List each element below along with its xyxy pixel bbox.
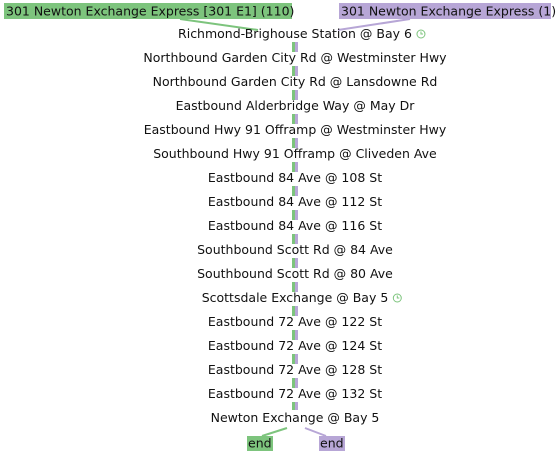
stop-label: Eastbound 84 Ave @ 116 St xyxy=(208,218,382,233)
stop-label: Eastbound 72 Ave @ 122 St xyxy=(208,314,382,329)
route-header-label-2: 301 Newton Exchange Express (1) xyxy=(341,4,556,19)
stop-label: Eastbound 72 Ave @ 124 St xyxy=(208,338,382,353)
stop-label: Southbound Scott Rd @ 84 Ave xyxy=(197,242,393,257)
stop-label: Eastbound Alderbridge Way @ May Dr xyxy=(176,98,416,113)
route-b-start-connector xyxy=(337,18,411,31)
end-markers: end end xyxy=(247,436,345,451)
stop-label: Southbound Hwy 91 Offramp @ Cliveden Ave xyxy=(153,146,437,161)
stop-label: Eastbound 84 Ave @ 108 St xyxy=(208,170,382,185)
route-b-end-connector xyxy=(304,427,327,437)
stop-label: Eastbound 72 Ave @ 132 St xyxy=(208,386,382,401)
stop-label: Northbound Garden City Rd @ Lansdowne Rd xyxy=(153,74,438,89)
end-label-1: end xyxy=(248,436,272,451)
stop-label: Eastbound Hwy 91 Offramp @ Westminster H… xyxy=(144,122,447,137)
route-a-start-connector xyxy=(179,18,259,31)
stop-label: Newton Exchange @ Bay 5 xyxy=(211,410,380,425)
stop-label: Eastbound 84 Ave @ 112 St xyxy=(208,194,382,209)
stop-label: Richmond-Brighouse Station @ Bay 6 xyxy=(178,26,412,41)
route-lines xyxy=(179,18,411,437)
stop-label: Southbound Scott Rd @ 80 Ave xyxy=(197,266,393,281)
route-headers: 301 Newton Exchange Express [301 E1] (11… xyxy=(4,3,556,19)
stop-list: Richmond-Brighouse Station @ Bay 6 Northb… xyxy=(143,26,447,425)
timepoint-clock-icon xyxy=(416,29,426,39)
end-badge-2 xyxy=(319,436,345,451)
stop-label: Eastbound 72 Ave @ 128 St xyxy=(208,362,382,377)
stop-label: Northbound Garden City Rd @ Westminster … xyxy=(143,50,447,65)
route-header-badge-1 xyxy=(4,3,292,19)
route-a-end-connector xyxy=(261,427,288,437)
route-header-label-1: 301 Newton Exchange Express [301 E1] (11… xyxy=(6,4,294,19)
end-label-2: end xyxy=(320,436,344,451)
timepoint-clock-icon xyxy=(392,293,402,303)
route-header-badge-2 xyxy=(339,3,551,19)
stop-label: Scottsdale Exchange @ Bay 5 xyxy=(202,290,389,305)
end-badge-1 xyxy=(247,436,273,451)
